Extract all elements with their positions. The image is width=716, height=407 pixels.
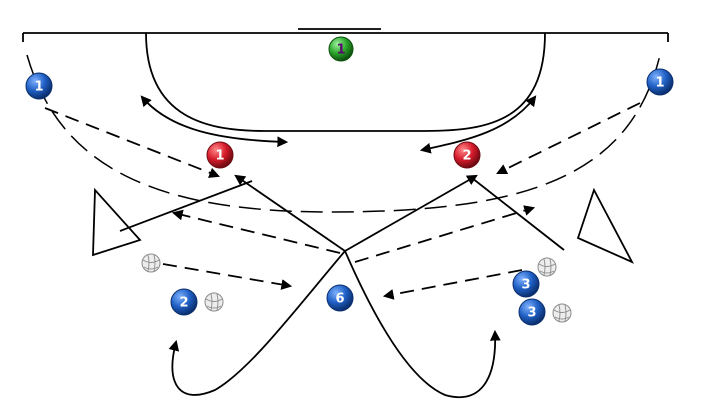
pass-right-wing-to-red2 (496, 102, 641, 175)
ball-icon-right-back-a (537, 257, 557, 277)
blue-left-back: 2 (170, 288, 198, 316)
blue-left-wing-number: 1 (34, 80, 43, 95)
pivot-curve-left (168, 250, 346, 396)
goal-area-arrow-right (419, 95, 537, 154)
ball-icon-right-back-b (552, 303, 572, 323)
movement-lines (44, 95, 641, 398)
pass-right-to-center (382, 269, 523, 300)
pivot-curve-right (344, 250, 501, 398)
left-cone-icon (92, 187, 142, 257)
pivot-to-red2 (344, 174, 478, 252)
blue-left-back-number: 2 (179, 296, 188, 311)
blue-right-back-b: 3 (518, 298, 546, 326)
goalkeeper-number: 1 (336, 43, 345, 58)
red-defender-2: 2 (453, 141, 481, 169)
blue-pivot: 6 (326, 284, 354, 312)
blue-right-back-a: 3 (512, 270, 540, 298)
pass-left-wing-to-red1 (44, 107, 221, 178)
pass-pivot-to-left (171, 209, 341, 254)
right-cone-to-red2 (471, 177, 565, 251)
free-throw-line-dashed (26, 54, 661, 213)
blue-right-back-b-number: 3 (527, 306, 536, 321)
red-defender-2-number: 2 (462, 149, 471, 164)
ball-icon-left-cone (141, 253, 161, 273)
ball-icon-left-back (204, 292, 224, 312)
pivot-to-red1 (234, 174, 346, 252)
pass-pivot-to-right (354, 205, 536, 263)
blue-pivot-number: 6 (335, 292, 344, 307)
goal-area-arrow-left (140, 95, 289, 148)
blue-right-back-a-number: 3 (521, 278, 530, 293)
right-cone-icon (576, 187, 635, 264)
blue-right-wing: 1 (646, 68, 674, 96)
blue-right-wing-number: 1 (655, 76, 664, 91)
blue-left-wing: 1 (25, 72, 53, 100)
pass-ball-left-to-center (162, 263, 293, 290)
red-defender-1: 1 (206, 141, 234, 169)
red-defender-1-number: 1 (215, 149, 224, 164)
goalkeeper-green: 1 (328, 36, 354, 62)
left-cone-to-red1 (119, 180, 253, 232)
